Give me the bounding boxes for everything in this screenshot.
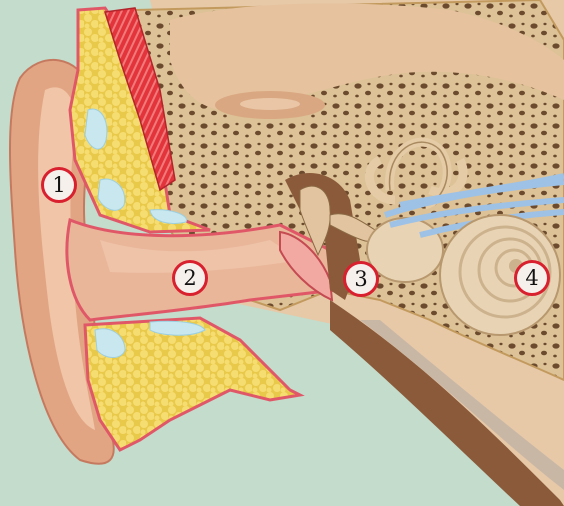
marker-1: 1: [41, 167, 77, 203]
marker-3: 3: [343, 261, 379, 297]
marker-2: 2: [172, 260, 208, 296]
vestibule: [367, 218, 443, 282]
marker-4: 4: [514, 260, 550, 296]
